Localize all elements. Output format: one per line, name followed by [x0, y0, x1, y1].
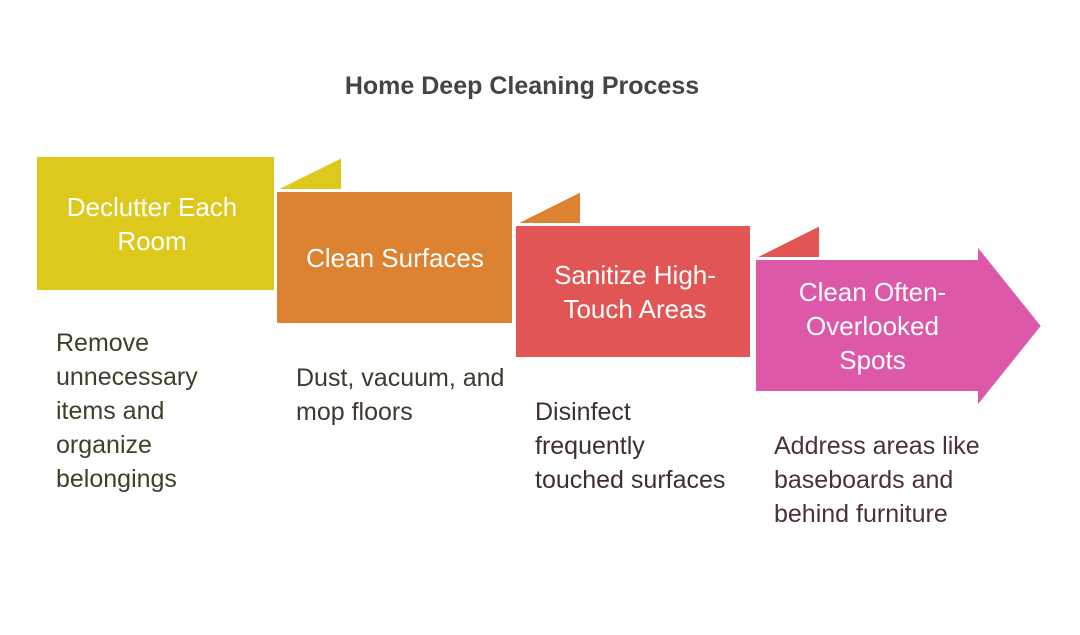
step-3-label: Sanitize High-Touch Areas	[554, 259, 716, 324]
step-3-flap	[753, 223, 821, 259]
step-2-description: Dust, vacuum, and mop floors	[296, 364, 505, 426]
step-4-description: Address areas like baseboards and behind…	[774, 432, 980, 528]
step-1-flap	[274, 155, 343, 191]
step-2-shape	[275, 190, 514, 325]
step-4-arrow-shape	[754, 242, 1044, 410]
step-1-label: Declutter Each Room	[66, 191, 238, 256]
step-2-label: Clean Surfaces	[306, 242, 484, 273]
step-3-shape	[514, 224, 752, 359]
step-4-label: Clean Often-Overlooked Spots	[798, 276, 947, 375]
step-1-description: Remove unnecessary items and organize be…	[56, 329, 198, 493]
step-3-description: Disinfect frequently touched surfaces	[535, 398, 726, 494]
step-2-flap	[514, 189, 582, 225]
diagram-title: Home Deep Cleaning Process	[344, 72, 700, 100]
step-1-shape	[37, 157, 274, 290]
